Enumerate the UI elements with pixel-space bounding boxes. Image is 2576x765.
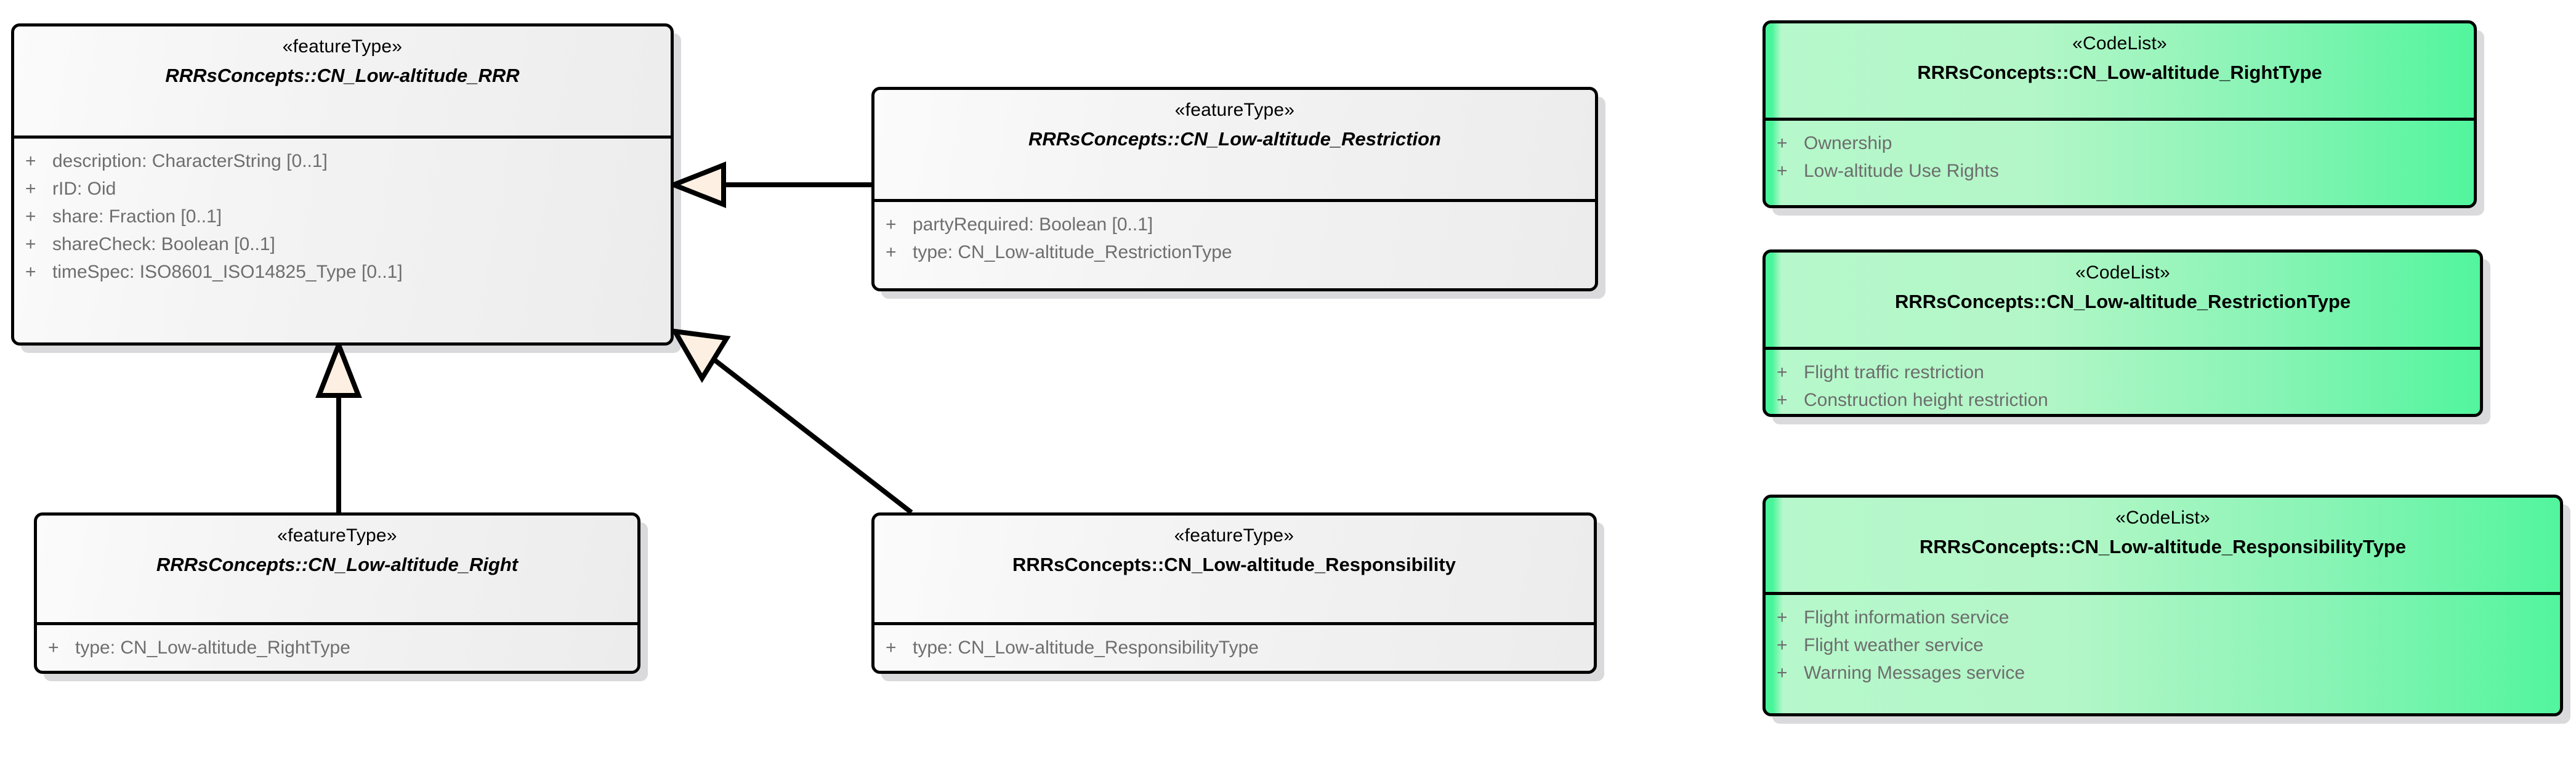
visibility-marker: + <box>1777 663 1788 683</box>
visibility-marker: + <box>886 214 897 235</box>
class-box-cn-low-altitude-rrr[interactable]: «featureType» RRRsConcepts::CN_Low-altit… <box>11 23 674 346</box>
visibility-marker: + <box>1777 390 1788 410</box>
attribute-row: + rID: Oid <box>25 175 660 203</box>
attribute-text: Flight weather service <box>1804 635 1984 655</box>
codelist-box-cn-low-altitude-responsibilitytype[interactable]: «CodeList» RRRsConcepts::CN_Low-altitude… <box>1762 495 2563 716</box>
codelist-header-cn-low-altitude-restrictiontype: «CodeList» RRRsConcepts::CN_Low-altitude… <box>1766 253 2480 350</box>
visibility-marker: + <box>886 638 897 658</box>
attribute-row: + Ownership <box>1777 129 2463 157</box>
visibility-marker: + <box>48 638 59 658</box>
attribute-text: Flight information service <box>1804 607 2009 628</box>
attribute-text: type: CN_Low-altitude_ResponsibilityType <box>913 638 1259 658</box>
codelist-box-cn-low-altitude-restrictiontype[interactable]: «CodeList» RRRsConcepts::CN_Low-altitude… <box>1762 249 2483 417</box>
class-name-label: RRRsConcepts::CN_Low-altitude_Right <box>156 553 519 575</box>
stereotype-label: «featureType» <box>1174 525 1294 546</box>
stereotype-label: «CodeList» <box>2115 508 2210 528</box>
stereotype-label: «featureType» <box>282 36 403 57</box>
class-name-label: RRRsConcepts::CN_Low-altitude_RightType <box>1917 61 2322 83</box>
class-attributes-cn-low-altitude-rrr: + description: CharacterString [0..1] + … <box>14 139 671 342</box>
attribute-text: Low-altitude Use Rights <box>1804 161 1999 181</box>
visibility-marker: + <box>1777 607 1788 628</box>
class-attributes-cn-low-altitude-right: + type: CN_Low-altitude_RightType <box>37 625 637 671</box>
class-box-cn-low-altitude-responsibility[interactable]: «featureType» RRRsConcepts::CN_Low-altit… <box>871 512 1597 674</box>
attribute-row: + Construction height restriction <box>1777 386 2469 414</box>
class-header-cn-low-altitude-right: «featureType» RRRsConcepts::CN_Low-altit… <box>37 516 637 625</box>
attribute-text: description: CharacterString [0..1] <box>52 151 328 171</box>
codelist-values-cn-low-altitude-righttype: + Ownership + Low-altitude Use Rights <box>1766 121 2474 205</box>
class-name-label: RRRsConcepts::CN_Low-altitude_Responsibi… <box>1012 553 1456 575</box>
generalization-responsibility-to-rrr[interactable] <box>670 328 913 515</box>
attribute-text: partyRequired: Boolean [0..1] <box>913 214 1153 235</box>
attribute-row: + share: Fraction [0..1] <box>25 203 660 230</box>
class-box-cn-low-altitude-restriction[interactable]: «featureType» RRRsConcepts::CN_Low-altit… <box>871 87 1598 291</box>
visibility-marker: + <box>1777 161 1788 181</box>
visibility-marker: + <box>25 262 36 282</box>
attribute-row: + shareCheck: Boolean [0..1] <box>25 230 660 258</box>
class-header-cn-low-altitude-responsibility: «featureType» RRRsConcepts::CN_Low-altit… <box>874 516 1594 625</box>
attribute-text: type: CN_Low-altitude_RestrictionType <box>913 242 1232 262</box>
attribute-row: + Flight traffic restriction <box>1777 358 2469 386</box>
visibility-marker: + <box>886 242 897 262</box>
attribute-row: + type: CN_Low-altitude_RightType <box>48 634 626 662</box>
class-name-label: RRRsConcepts::CN_Low-altitude_Responsibi… <box>1919 535 2406 557</box>
class-header-cn-low-altitude-rrr: «featureType» RRRsConcepts::CN_Low-altit… <box>14 26 671 139</box>
attribute-row: + Warning Messages service <box>1777 659 2549 687</box>
attribute-text: shareCheck: Boolean [0..1] <box>52 234 275 254</box>
codelist-header-cn-low-altitude-responsibilitytype: «CodeList» RRRsConcepts::CN_Low-altitude… <box>1766 498 2560 595</box>
attribute-text: rID: Oid <box>52 179 116 199</box>
stereotype-label: «featureType» <box>277 525 397 546</box>
attribute-row: + partyRequired: Boolean [0..1] <box>886 211 1584 238</box>
attribute-text: Construction height restriction <box>1804 390 2048 410</box>
class-name-label: RRRsConcepts::CN_Low-altitude_Restrictio… <box>1028 127 1441 150</box>
stereotype-label: «featureType» <box>1174 100 1295 120</box>
attribute-row: + Flight weather service <box>1777 631 2549 659</box>
generalization-right-to-rrr[interactable] <box>315 338 362 512</box>
visibility-marker: + <box>25 234 36 254</box>
visibility-marker: + <box>25 179 36 199</box>
attribute-text: timeSpec: ISO8601_ISO14825_Type [0..1] <box>52 262 403 282</box>
attribute-row: + timeSpec: ISO8601_ISO14825_Type [0..1] <box>25 258 660 286</box>
attribute-row: + type: CN_Low-altitude_ResponsibilityTy… <box>886 634 1583 662</box>
attribute-text: Warning Messages service <box>1804 663 2025 683</box>
attribute-row: + type: CN_Low-altitude_RestrictionType <box>886 238 1584 266</box>
class-name-label: RRRsConcepts::CN_Low-altitude_Restrictio… <box>1894 290 2351 312</box>
stereotype-label: «CodeList» <box>2075 262 2170 283</box>
attribute-text: type: CN_Low-altitude_RightType <box>75 638 350 658</box>
codelist-values-cn-low-altitude-restrictiontype: + Flight traffic restriction + Construct… <box>1766 350 2480 414</box>
class-header-cn-low-altitude-restriction: «featureType» RRRsConcepts::CN_Low-altit… <box>874 90 1595 202</box>
attribute-text: Flight traffic restriction <box>1804 362 1984 382</box>
codelist-values-cn-low-altitude-responsibilitytype: + Flight information service + Flight we… <box>1766 595 2560 713</box>
class-attributes-cn-low-altitude-restriction: + partyRequired: Boolean [0..1] + type: … <box>874 202 1595 288</box>
attribute-text: Ownership <box>1804 133 1892 153</box>
stereotype-label: «CodeList» <box>2072 33 2167 54</box>
class-name-label: RRRsConcepts::CN_Low-altitude_RRR <box>165 64 520 86</box>
codelist-box-cn-low-altitude-righttype[interactable]: «CodeList» RRRsConcepts::CN_Low-altitude… <box>1762 20 2477 208</box>
visibility-marker: + <box>25 151 36 171</box>
visibility-marker: + <box>1777 133 1788 153</box>
class-box-cn-low-altitude-right[interactable]: «featureType» RRRsConcepts::CN_Low-altit… <box>34 512 640 674</box>
visibility-marker: + <box>1777 362 1788 382</box>
attribute-row: + Low-altitude Use Rights <box>1777 157 2463 185</box>
generalization-restriction-to-rrr[interactable] <box>667 161 871 208</box>
class-attributes-cn-low-altitude-responsibility: + type: CN_Low-altitude_ResponsibilityTy… <box>874 625 1594 671</box>
visibility-marker: + <box>25 206 36 227</box>
visibility-marker: + <box>1777 635 1788 655</box>
attribute-row: + Flight information service <box>1777 604 2549 631</box>
attribute-row: + description: CharacterString [0..1] <box>25 147 660 175</box>
attribute-text: share: Fraction [0..1] <box>52 206 222 227</box>
codelist-header-cn-low-altitude-righttype: «CodeList» RRRsConcepts::CN_Low-altitude… <box>1766 23 2474 121</box>
